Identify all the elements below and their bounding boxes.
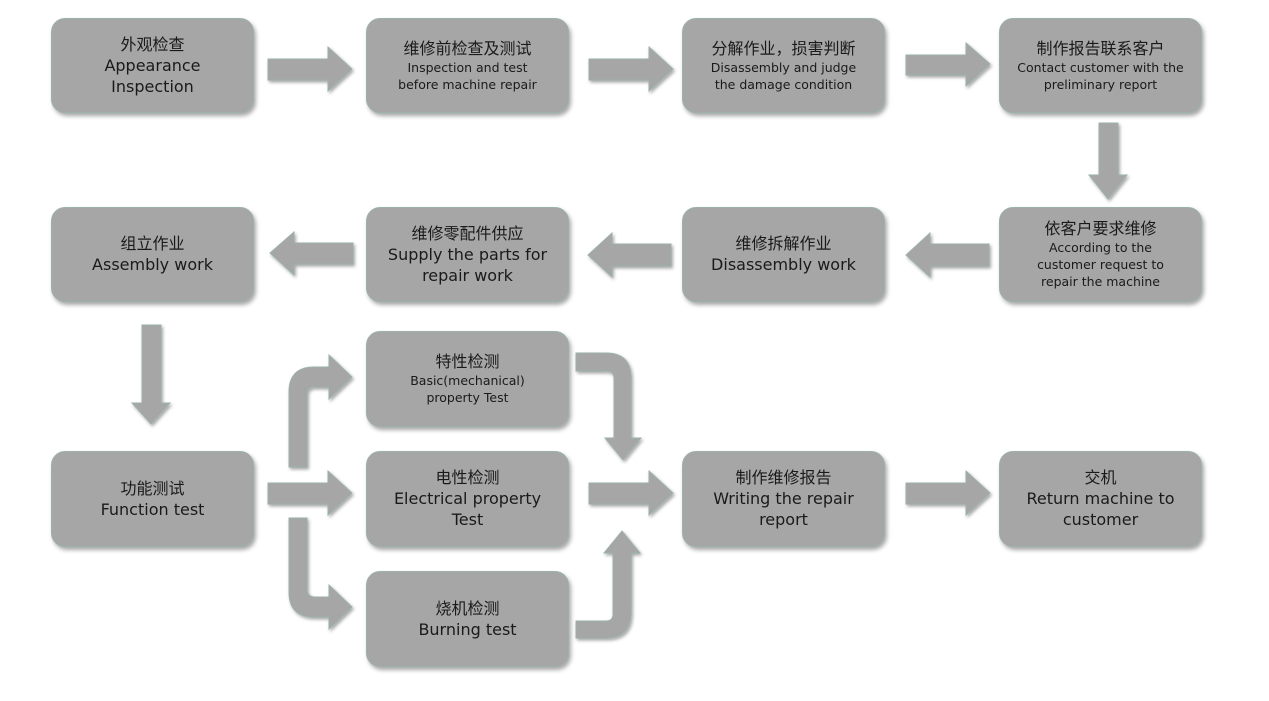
step-label-zh: 功能测试 bbox=[120, 478, 185, 498]
step-pre-repair-test: 维修前检查及测试 Inspection and test before mach… bbox=[366, 18, 569, 113]
step-customer-request: 依客户要求维修 According to the customer reques… bbox=[999, 207, 1202, 302]
step-label-zh: 特性检测 bbox=[435, 352, 500, 371]
arrow-bent-up-right bbox=[288, 353, 353, 468]
step-label-en: Supply the parts for repair work bbox=[387, 244, 548, 285]
step-label-en: Writing the repair report bbox=[713, 489, 854, 529]
step-label-en: Disassembly and judge the damage conditi… bbox=[710, 59, 857, 92]
arrow-down bbox=[130, 324, 172, 425]
step-label-zh: 维修前检查及测试 bbox=[403, 38, 532, 58]
arrow-left bbox=[587, 231, 672, 279]
arrow-left bbox=[269, 230, 354, 277]
step-assembly-work: 组立作业 Assembly work bbox=[51, 207, 254, 302]
step-return-machine: 交机 Return machine to customer bbox=[999, 451, 1202, 547]
arrow-left bbox=[905, 231, 990, 279]
step-supply-parts: 维修零配件供应 Supply the parts for repair work bbox=[366, 207, 569, 302]
step-label-en: Contact customer with the preliminary re… bbox=[1017, 59, 1184, 92]
step-label-zh: 分解作业，损害判断 bbox=[711, 38, 856, 58]
step-label-zh: 制作报告联系客户 bbox=[1036, 38, 1165, 58]
arrow-right bbox=[905, 41, 991, 88]
step-label-zh: 交机 bbox=[1084, 468, 1117, 487]
step-label-zh: 维修零配件供应 bbox=[411, 223, 524, 243]
step-label-zh: 外观检查 bbox=[120, 34, 185, 54]
arrow-right bbox=[588, 45, 674, 93]
arrow-bent-down-right bbox=[288, 517, 353, 631]
step-writing-report: 制作维修报告 Writing the repair report bbox=[682, 451, 885, 547]
step-label-en: Assembly work bbox=[92, 255, 213, 274]
step-label-en: Electrical property Test bbox=[393, 489, 542, 529]
step-label-en: Inspection and test before machine repai… bbox=[398, 59, 537, 92]
step-label-en: Function test bbox=[100, 499, 205, 519]
step-basic-property-test: 特性检测 Basic(mechanical) property Test bbox=[366, 331, 569, 427]
step-disassembly-judge: 分解作业，损害判断 Disassembly and judge the dama… bbox=[682, 18, 885, 113]
step-electrical-property-test: 电性检测 Electrical property Test bbox=[366, 451, 569, 547]
step-label-en: Return machine to customer bbox=[1026, 489, 1175, 529]
arrow-right bbox=[905, 469, 991, 517]
arrow-right bbox=[267, 469, 353, 517]
step-label-zh: 维修拆解作业 bbox=[735, 234, 832, 253]
step-disassembly-work: 维修拆解作业 Disassembly work bbox=[682, 207, 885, 302]
step-function-test: 功能测试 Function test bbox=[51, 451, 254, 547]
step-label-en: According to the customer request to rep… bbox=[1037, 240, 1164, 289]
step-burning-test: 烧机检测 Burning test bbox=[366, 571, 569, 667]
step-label-en: Basic(mechanical) property Test bbox=[410, 373, 525, 405]
arrow-right bbox=[267, 45, 353, 93]
step-label-en: Appearance Inspection bbox=[104, 55, 201, 96]
arrow-right bbox=[588, 469, 674, 517]
step-label-zh: 制作维修报告 bbox=[735, 468, 832, 487]
arrow-down bbox=[1087, 122, 1129, 200]
arrow-bent-down bbox=[575, 352, 643, 461]
step-label-zh: 组立作业 bbox=[120, 234, 185, 253]
step-report-contact: 制作报告联系客户 Contact customer with the preli… bbox=[999, 18, 1202, 113]
arrow-bent-up bbox=[575, 530, 642, 639]
step-label-zh: 烧机检测 bbox=[435, 598, 500, 618]
step-label-zh: 依客户要求维修 bbox=[1044, 219, 1157, 238]
step-label-en: Burning test bbox=[418, 619, 517, 639]
step-label-zh: 电性检测 bbox=[435, 468, 500, 487]
step-appearance-inspection: 外观检查 Appearance Inspection bbox=[51, 18, 254, 113]
step-label-en: Disassembly work bbox=[711, 255, 856, 274]
